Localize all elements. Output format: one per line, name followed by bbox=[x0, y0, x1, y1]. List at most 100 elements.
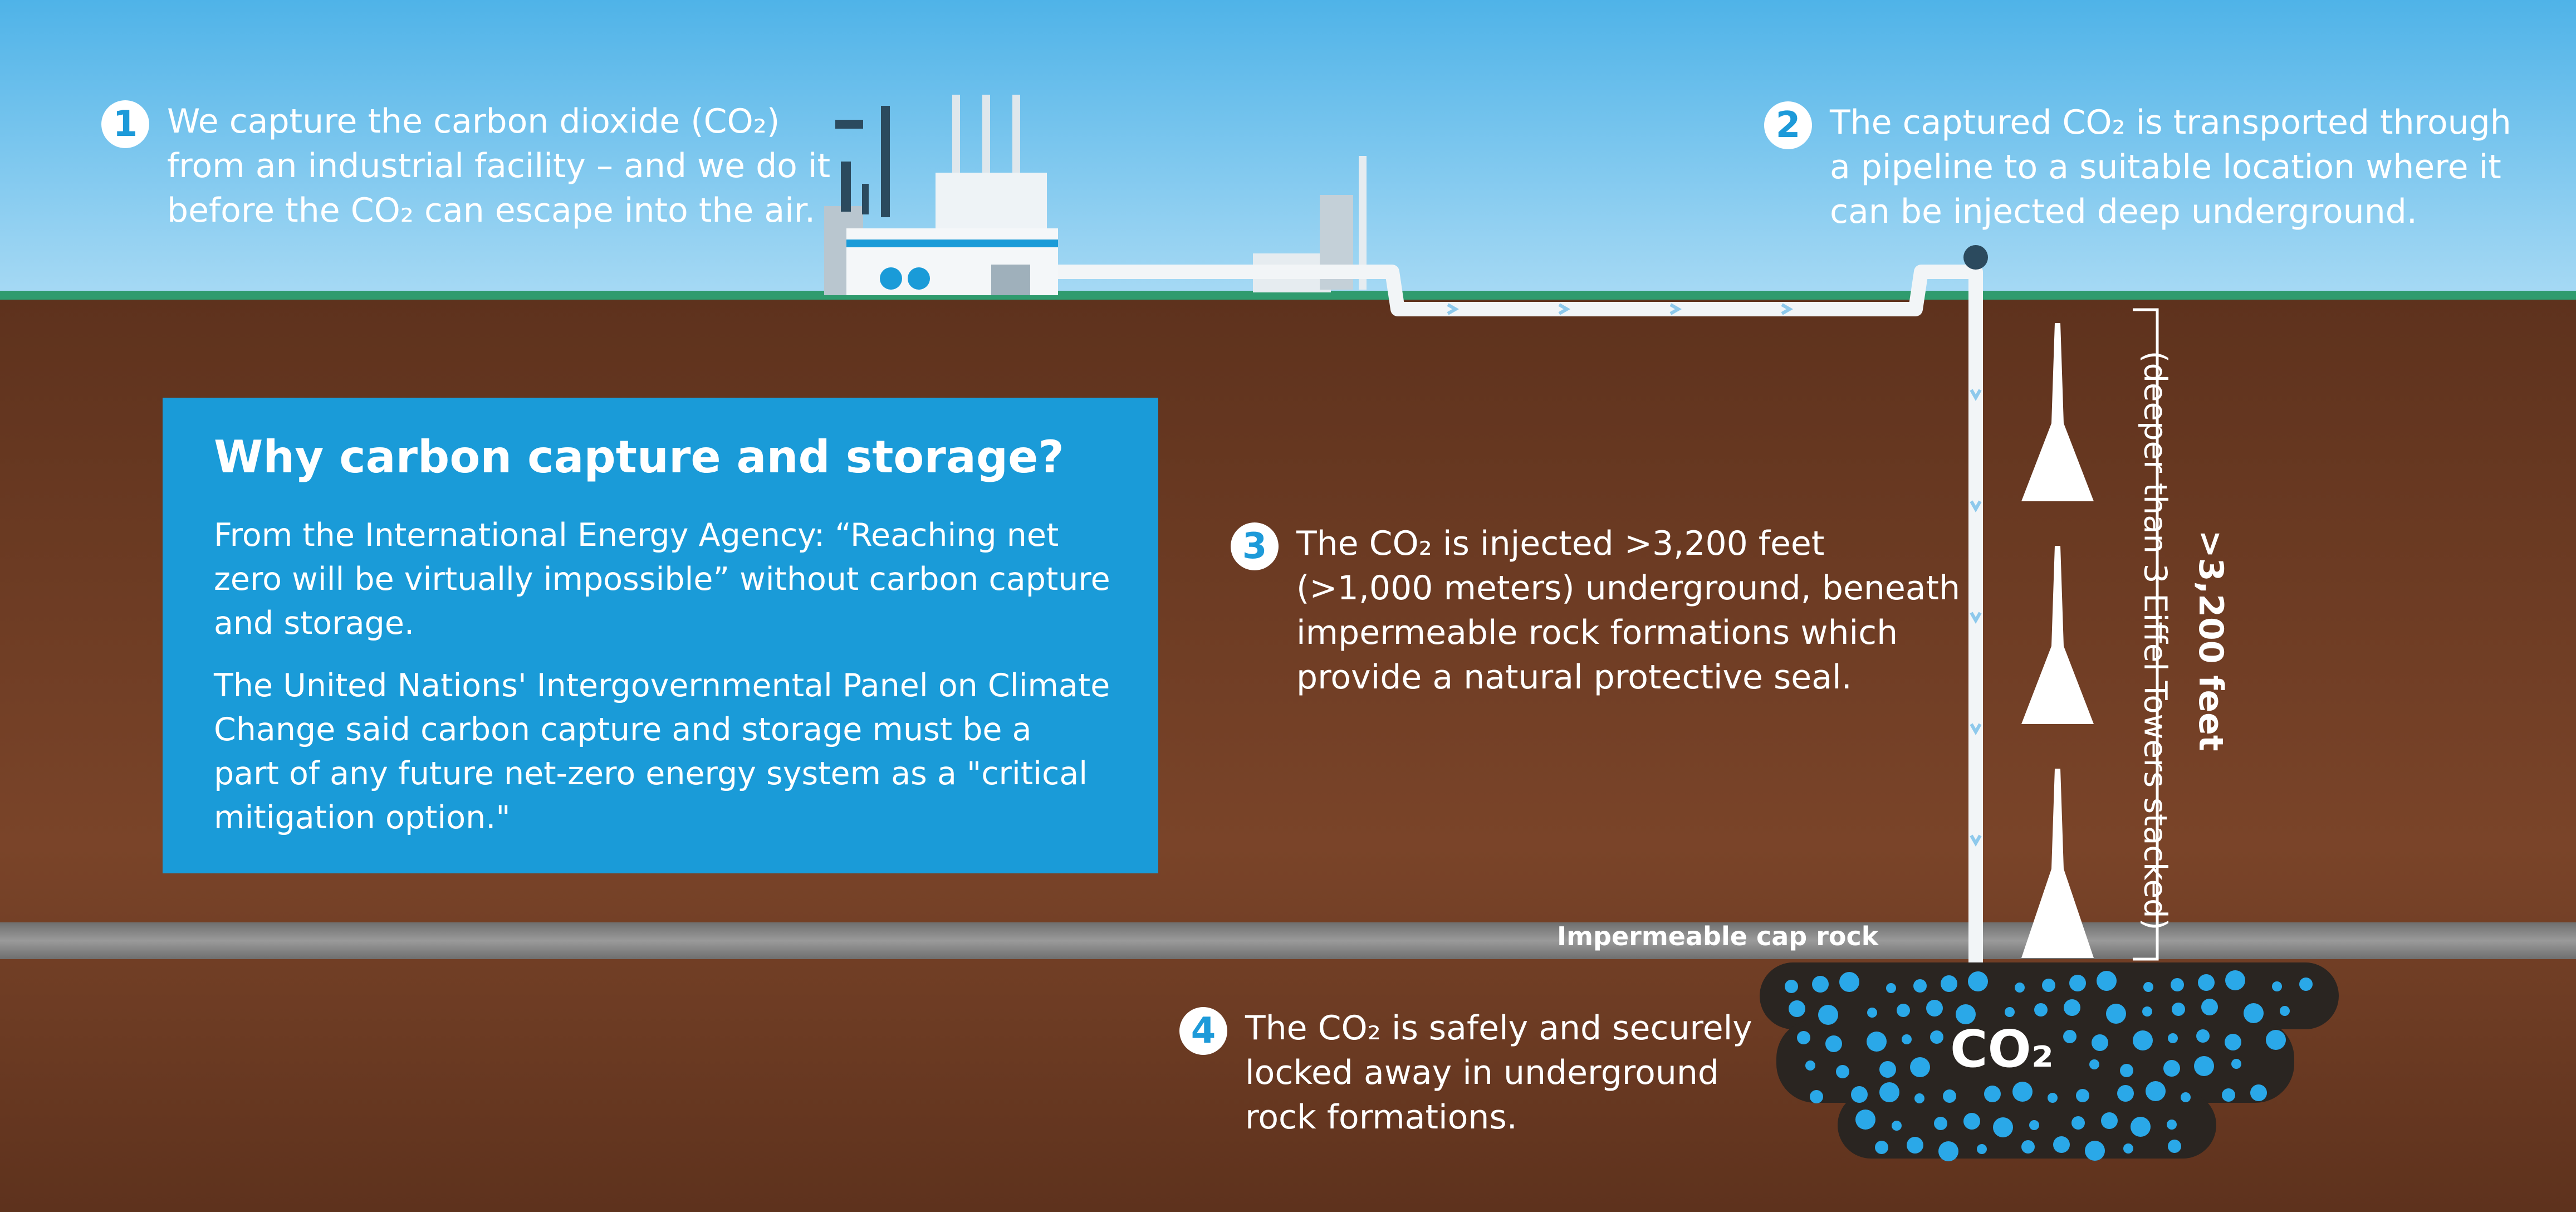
co2-bubble bbox=[1977, 1144, 1987, 1154]
co2-bubble bbox=[1867, 1032, 1887, 1052]
co2-bubble bbox=[1892, 1121, 1902, 1131]
co2-bubble bbox=[1934, 1117, 1947, 1130]
why-ccs-paragraph-1: From the International Energy Agency: “R… bbox=[214, 517, 1110, 642]
co2-bubble bbox=[1879, 1082, 1899, 1102]
co2-bubble bbox=[2198, 974, 2215, 991]
step-1-text: We capture the carbon dioxide (CO₂) from… bbox=[167, 102, 831, 230]
co2-bubble bbox=[1963, 1113, 1980, 1130]
why-ccs-panel: Why carbon capture and storage? From the… bbox=[163, 398, 1158, 873]
co2-bubble bbox=[2106, 1004, 2126, 1024]
co2-bubble bbox=[1938, 1141, 1958, 1161]
eiffel-tower-icons bbox=[2021, 323, 2094, 958]
co2-bubble bbox=[1984, 1086, 2001, 1102]
step-4-text: The CO₂ is safely and securely locked aw… bbox=[1245, 1009, 1752, 1137]
co2-bubble bbox=[2063, 1030, 2077, 1043]
co2-bubble bbox=[1926, 1000, 1943, 1016]
co2-bubble bbox=[1789, 1000, 1805, 1017]
co2-bubble bbox=[1797, 1031, 1810, 1044]
co2-bubble bbox=[2123, 1143, 2133, 1154]
co2-bubble bbox=[1836, 1065, 1849, 1078]
co2-bubble bbox=[2225, 970, 2245, 990]
co2-bubble bbox=[2097, 971, 2117, 991]
co2-bubble bbox=[2005, 1007, 2015, 1017]
co2-bubble bbox=[2085, 1141, 2105, 1161]
co2-bubble bbox=[2194, 1056, 2214, 1076]
co2-bubble bbox=[2167, 1120, 2177, 1130]
co2-bubble bbox=[2034, 1003, 2048, 1016]
co2-bubble bbox=[1886, 983, 1896, 993]
co2-bubble bbox=[2092, 1034, 2108, 1051]
pipeline bbox=[1058, 265, 1983, 969]
step-4-number: 4 bbox=[1179, 1007, 1227, 1055]
co2-bubble bbox=[1907, 1137, 1923, 1154]
co2-bubble bbox=[2021, 1140, 2035, 1154]
co2-bubble bbox=[2250, 1084, 2267, 1101]
depth-bracket bbox=[2133, 308, 2159, 961]
co2-bubble bbox=[1825, 1035, 1842, 1052]
reservoir-label: CO₂ bbox=[1950, 1019, 2054, 1079]
co2-bubble bbox=[1941, 975, 1957, 992]
co2-bubble bbox=[2053, 1136, 2070, 1153]
step-3-number: 3 bbox=[1231, 522, 1279, 570]
co2-bubble bbox=[2299, 978, 2313, 991]
co2-bubble bbox=[2012, 1082, 2033, 1102]
co2-bubble bbox=[2042, 979, 2055, 992]
grass-line bbox=[0, 291, 2576, 300]
co2-bubble bbox=[2071, 1116, 2085, 1130]
co2-bubble bbox=[1968, 971, 1988, 991]
flow-arrows bbox=[1447, 303, 1982, 847]
step-2-text: The captured CO₂ is transported through … bbox=[1830, 103, 2511, 231]
co2-bubble bbox=[1785, 980, 1798, 993]
co2-bubble bbox=[1993, 1117, 2013, 1137]
valve-icon bbox=[1963, 245, 1988, 270]
co2-bubble bbox=[2076, 1089, 2089, 1102]
co2-bubble bbox=[2168, 1033, 2178, 1043]
co2-bubble bbox=[1902, 1034, 1912, 1044]
co2-bubble bbox=[1914, 1093, 1924, 1103]
co2-bubble bbox=[2120, 1064, 2133, 1077]
co2-bubble bbox=[2172, 1003, 2185, 1016]
factory-icon bbox=[824, 95, 1367, 295]
co2-bubble bbox=[2163, 1060, 2180, 1077]
why-ccs-title: Why carbon capture and storage? bbox=[214, 431, 1064, 483]
co2-bubble bbox=[2201, 999, 2218, 1015]
sky bbox=[0, 0, 2576, 295]
co2-bubble bbox=[1879, 1061, 1896, 1078]
co2-bubble bbox=[2117, 1085, 2134, 1102]
co2-bubble bbox=[2048, 1093, 2058, 1103]
co2-bubble bbox=[2171, 978, 2184, 991]
co2-bubble bbox=[2146, 1081, 2166, 1101]
co2-bubble bbox=[1875, 1141, 1888, 1154]
co2-bubble bbox=[1855, 1110, 1875, 1130]
cap-rock-label: Impermeable cap rock bbox=[1557, 921, 1879, 951]
co2-bubble bbox=[2131, 1117, 2151, 1137]
co2-bubble bbox=[2089, 1059, 2099, 1069]
co2-bubble bbox=[2222, 1088, 2235, 1102]
co2-bubble bbox=[2181, 1092, 2191, 1102]
co2-bubbles bbox=[1785, 970, 2313, 1161]
co2-bubble bbox=[2168, 1140, 2181, 1153]
cap-rock-layer bbox=[0, 922, 2576, 959]
co2-bubble bbox=[1913, 979, 1927, 993]
co2-bubble bbox=[1956, 1004, 1976, 1024]
depth-note: (deeper than 3 Eiffel Towers stacked) bbox=[2133, 312, 2177, 969]
co2-bubble bbox=[2029, 1120, 2039, 1130]
co2-bubble bbox=[2225, 1034, 2241, 1050]
co2-bubble bbox=[1867, 1008, 1877, 1018]
co2-bubble bbox=[2064, 999, 2080, 1016]
co2-bubble bbox=[2244, 1003, 2264, 1023]
why-ccs-paragraph-2: The United Nations' Intergovernmental Pa… bbox=[214, 667, 1110, 836]
co2-bubble bbox=[2101, 1112, 2118, 1129]
co2-bubble bbox=[2015, 983, 2025, 993]
depth-note-text: (deeper than 3 Eiffel Towers stacked) bbox=[2137, 350, 2173, 931]
step-2-number: 2 bbox=[1764, 101, 1812, 149]
co2-bubble bbox=[2280, 1006, 2290, 1016]
co2-bubble bbox=[2133, 1030, 2153, 1050]
co2-bubble bbox=[1910, 1057, 1930, 1077]
co2-bubble bbox=[2196, 1029, 2210, 1043]
co2-bubble bbox=[1818, 1005, 1838, 1025]
co2-bubble bbox=[2272, 981, 2282, 991]
co2-bubble bbox=[1839, 972, 1859, 992]
step-1-number: 1 bbox=[101, 100, 149, 148]
co2-bubble bbox=[2142, 1006, 2152, 1016]
